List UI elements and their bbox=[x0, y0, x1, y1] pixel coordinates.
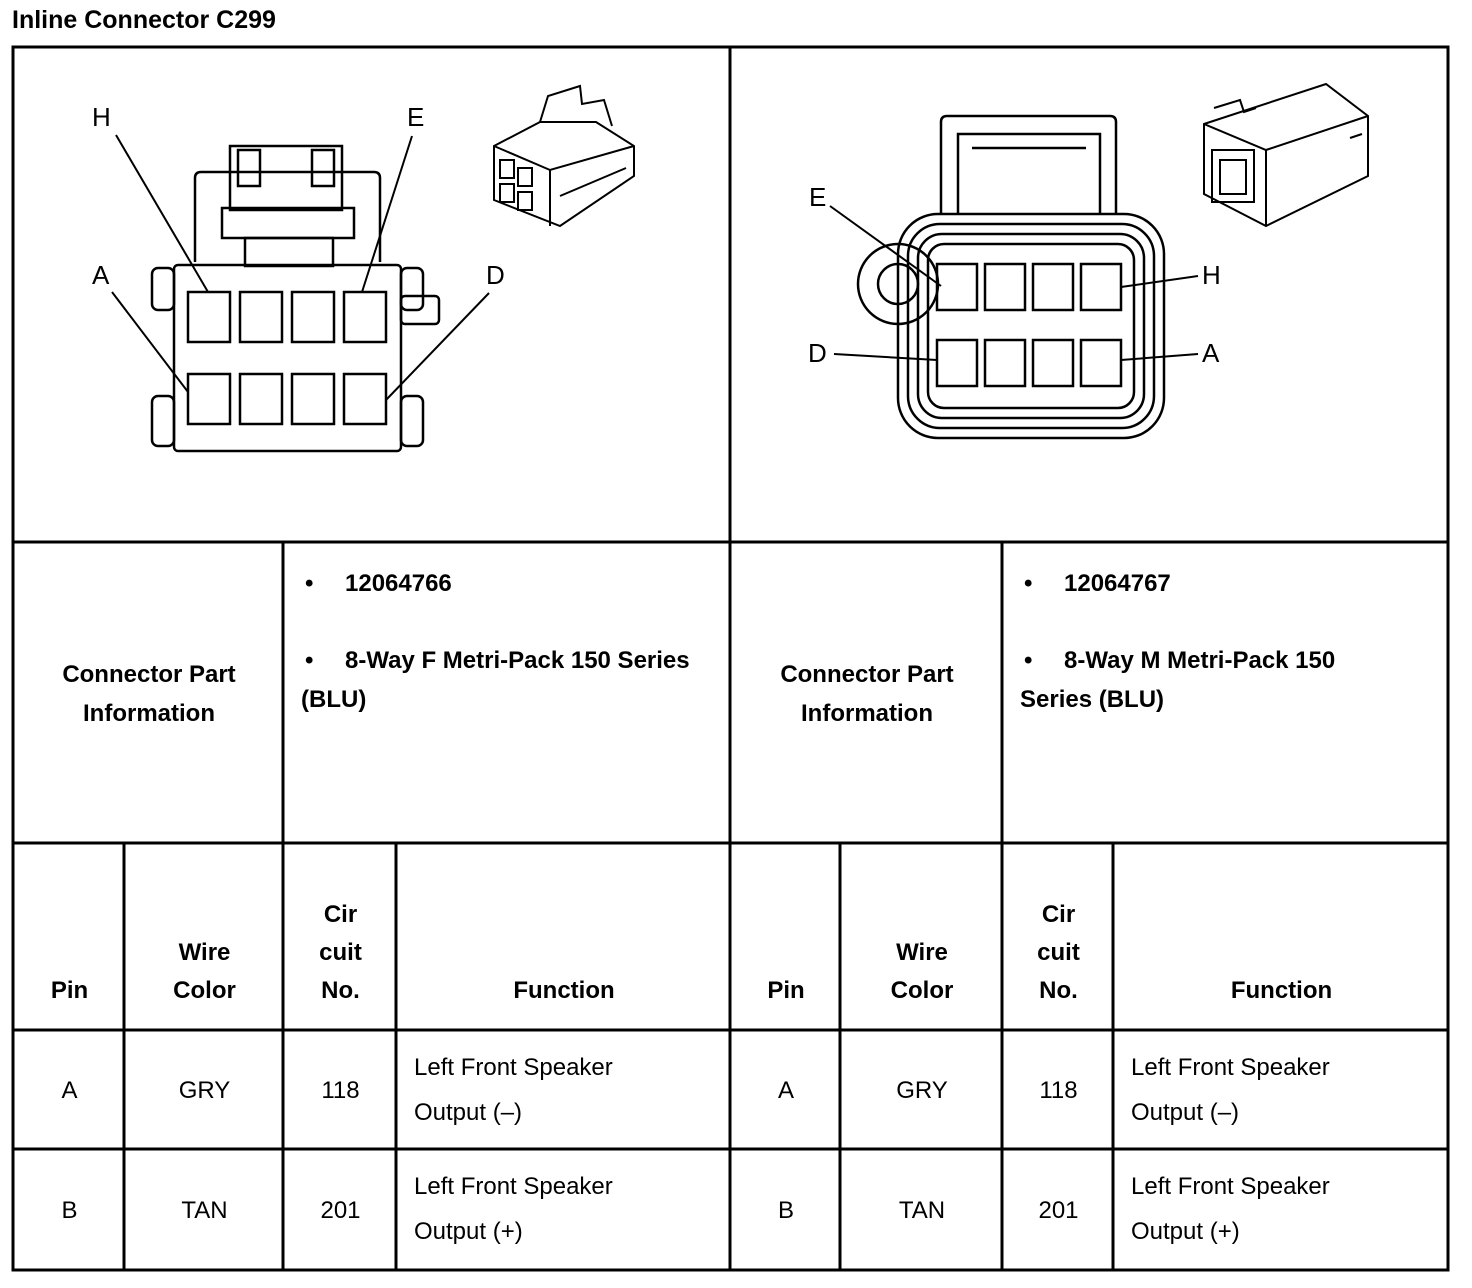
col-header-wire-color-text: Wire Color bbox=[890, 939, 954, 1004]
pin-label-d: D bbox=[486, 260, 505, 290]
row-b-wire-color: TAN bbox=[898, 1197, 946, 1224]
male-connector-isometric-drawing bbox=[1203, 82, 1369, 228]
row-a-circuit: 118 bbox=[321, 1077, 360, 1104]
row-b-circuit: 201 bbox=[1038, 1197, 1079, 1224]
col-header-wire-color: Wire Color bbox=[842, 845, 1002, 1030]
right-part-description: 8-Way M Metri-Pack 150 Series (BLU) bbox=[1020, 647, 1336, 713]
col-header-pin: Pin bbox=[767, 977, 805, 1004]
row-a-function: Left Front Speaker Output (–) bbox=[414, 1054, 613, 1126]
pin-label-e: E bbox=[809, 182, 827, 212]
col-header-function: Function bbox=[1230, 977, 1333, 1004]
left-info-label-text: Connector Part Information bbox=[62, 660, 236, 727]
left-info-text: •12064766 •8-Way F Metri-Pack 150 Series… bbox=[285, 544, 730, 843]
row-b-pin: B bbox=[61, 1197, 78, 1224]
bullet: • bbox=[305, 570, 314, 597]
bullet: • bbox=[305, 647, 314, 674]
col-header-pin: Pin bbox=[50, 977, 89, 1004]
col-header-function: Function bbox=[513, 977, 615, 1004]
row-a-pin: A bbox=[61, 1077, 78, 1104]
left-part-description: 8-Way F Metri-Pack 150 Series (BLU) bbox=[301, 647, 690, 713]
left-info-label: Connector Part Information bbox=[15, 544, 283, 843]
row-b-function: Left Front Speaker Output (+) bbox=[414, 1173, 613, 1245]
female-connector-face-drawing bbox=[111, 134, 490, 453]
pin-label-h: H bbox=[92, 102, 111, 132]
pin-label-e: E bbox=[407, 102, 425, 132]
row-a-wire-color: GRY bbox=[896, 1077, 948, 1104]
left-part-number: 12064766 bbox=[345, 570, 452, 597]
page-title: Inline Connector C299 bbox=[12, 6, 276, 34]
pin-label-d: D bbox=[808, 338, 827, 368]
right-info-label: Connector Part Information bbox=[732, 544, 1002, 843]
right-info-label-text: Connector Part Information bbox=[780, 660, 954, 727]
row-a-wire-color: GRY bbox=[178, 1077, 231, 1104]
col-header-circuit-text: Cir cuit No. bbox=[319, 901, 362, 1004]
col-header-circuit: Cir cuit No. bbox=[285, 845, 396, 1030]
bullet: • bbox=[1024, 647, 1033, 674]
row-b-pin: B bbox=[777, 1197, 794, 1224]
bullet: • bbox=[1024, 570, 1033, 597]
right-info-text: •12064767 •8-Way M Metri-Pack 150 Series… bbox=[1004, 544, 1448, 843]
right-part-number: 12064767 bbox=[1064, 570, 1171, 597]
row-b-wire-color: TAN bbox=[181, 1197, 228, 1224]
female-connector-isometric-drawing bbox=[493, 84, 635, 228]
col-header-wire-color-text: Wire Color bbox=[173, 939, 236, 1004]
row-b-function: Left Front Speaker Output (+) bbox=[1131, 1173, 1330, 1245]
pin-label-h: H bbox=[1202, 260, 1221, 290]
row-b-circuit: 201 bbox=[320, 1197, 361, 1224]
pin-label-a: A bbox=[92, 260, 110, 290]
col-header-wire-color: Wire Color bbox=[126, 845, 283, 1030]
male-connector-face-drawing bbox=[829, 114, 1199, 440]
row-a-pin: A bbox=[777, 1077, 794, 1104]
row-a-circuit: 118 bbox=[1039, 1077, 1078, 1104]
row-a-function: Left Front Speaker Output (–) bbox=[1131, 1054, 1330, 1126]
col-header-circuit-text: Cir cuit No. bbox=[1037, 901, 1080, 1004]
pin-label-a: A bbox=[1202, 338, 1220, 368]
col-header-circuit: Cir cuit No. bbox=[1004, 845, 1113, 1030]
